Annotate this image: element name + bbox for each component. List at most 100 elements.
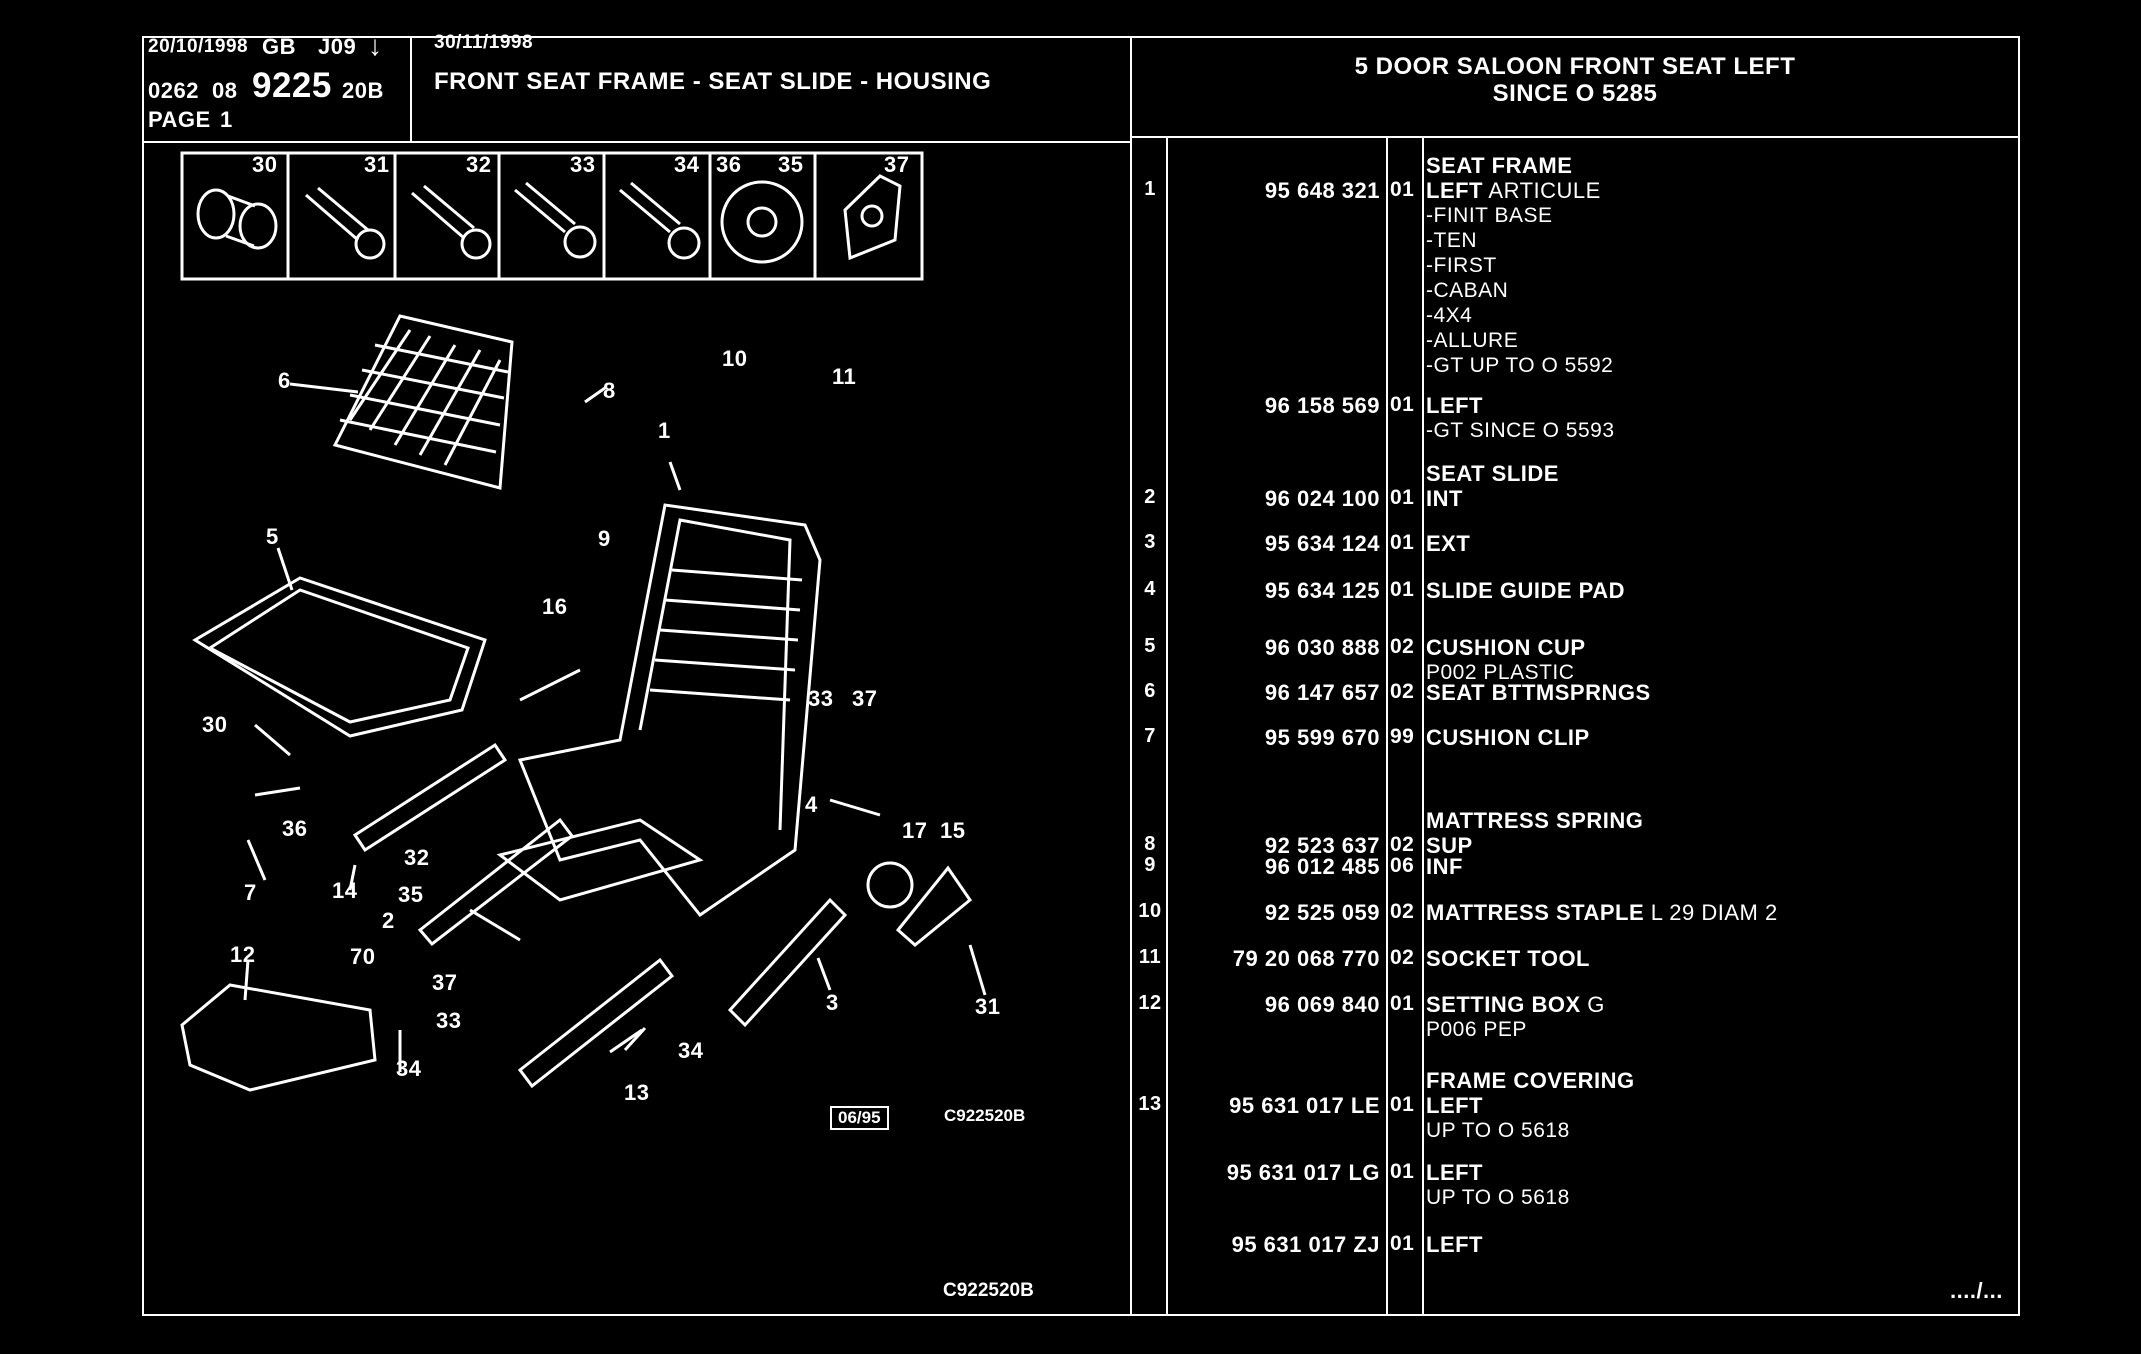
part-number: 96 147 657: [1264, 680, 1380, 705]
row-number: 2: [1144, 486, 1156, 508]
description-line: -FINIT BASE: [1426, 204, 1553, 227]
description-main: SETTING BOX G: [1426, 992, 1605, 1017]
quantity: 02: [1390, 635, 1415, 658]
part-description: MATTRESS STAPLE L 29 DIAM 2: [1426, 900, 1778, 925]
callout-31: 31: [975, 994, 1001, 1019]
header-rule-left: [142, 141, 1132, 143]
part-number: 95 634 125: [1264, 578, 1380, 603]
row-number: 9: [1144, 854, 1156, 876]
quantity: 02: [1390, 946, 1415, 969]
description-line: -GT UP TO O 5592: [1426, 354, 1614, 377]
callout-17: 17: [902, 818, 928, 843]
row-number: 13: [1138, 1093, 1162, 1115]
quantity: 01: [1390, 178, 1415, 201]
description-main: INF: [1426, 854, 1463, 879]
quantity: 01: [1390, 393, 1415, 416]
callout-33-b: 33: [436, 1008, 462, 1033]
continued-marker: ..../...: [1950, 1278, 2003, 1303]
page-title: FRONT SEAT FRAME - SEAT SLIDE - HOUSING: [434, 68, 992, 95]
quantity: 02: [1390, 900, 1415, 923]
row-number: 12: [1138, 992, 1162, 1014]
row-number: 5: [1144, 635, 1156, 657]
callout-33-a: 33: [808, 686, 834, 711]
callout-37-b: 37: [432, 970, 458, 995]
page-label: PAGE: [148, 107, 211, 132]
header-catalog: 0262: [148, 78, 199, 103]
description-main: LEFT: [1426, 393, 1483, 418]
quantity: 01: [1390, 486, 1415, 509]
callout-4: 4: [805, 792, 818, 817]
col-rule-part: [1386, 136, 1388, 1316]
description-main: EXT: [1426, 531, 1471, 556]
callout-16: 16: [542, 594, 568, 619]
col-rule-no: [1166, 136, 1168, 1316]
callout-34-b: 34: [678, 1038, 704, 1063]
callout-5: 5: [266, 524, 279, 549]
drawing-ref: C922520B: [944, 1106, 1026, 1125]
callout-15: 15: [940, 818, 966, 843]
quantity: 01: [1390, 1093, 1415, 1116]
header-date-2: 30/11/1998: [434, 32, 534, 53]
row-number: 6: [1144, 680, 1156, 702]
small-part-35: 35: [778, 152, 804, 177]
small-part-37: 37: [884, 152, 910, 177]
part-number: 92 523 637: [1264, 833, 1380, 858]
description-line: P006 PEP: [1426, 1018, 1527, 1041]
header-region: GB: [262, 34, 296, 59]
description-line: -GT SINCE O 5593: [1426, 419, 1615, 442]
description-line: -CABAN: [1426, 279, 1509, 302]
quantity: 02: [1390, 833, 1415, 856]
callout-14: 14: [332, 878, 358, 903]
row-number: 11: [1138, 946, 1162, 968]
description-suffix: L 29 DIAM 2: [1644, 900, 1778, 925]
divider-main: [1130, 36, 1132, 1316]
header-code: J09: [318, 34, 357, 59]
row-number: 7: [1144, 725, 1156, 747]
description-line: -ALLURE: [1426, 329, 1519, 352]
description-line: -TEN: [1426, 229, 1477, 252]
description-line: -4X4: [1426, 304, 1473, 327]
quantity: 01: [1390, 1160, 1415, 1183]
small-part-36: 36: [716, 152, 742, 177]
callout-11: 11: [832, 364, 857, 389]
group-heading: SEAT SLIDE: [1426, 461, 1559, 486]
callout-32: 32: [404, 845, 430, 870]
callout-8: 8: [603, 378, 616, 403]
header-divider: [410, 36, 412, 142]
description-main: CUSHION CLIP: [1426, 725, 1590, 750]
quantity: 01: [1390, 992, 1415, 1015]
quantity: 06: [1390, 854, 1415, 877]
drawing-bottom-ref: C922520B: [943, 1280, 1034, 1301]
header-section: 08: [212, 78, 238, 103]
part-number: 92 525 059: [1264, 900, 1380, 925]
part-number: 95 599 670: [1264, 725, 1380, 750]
date-stamp: 06/95: [830, 1106, 889, 1130]
small-part-32: 32: [466, 152, 492, 177]
description-main: SEAT BTTMSPRNGS: [1426, 680, 1651, 705]
description-main: SLIDE GUIDE PAD: [1426, 578, 1626, 603]
small-part-33: 33: [570, 152, 596, 177]
row-number: 8: [1144, 833, 1156, 855]
model-title: 5 DOOR SALOON FRONT SEAT LEFT: [1354, 53, 1796, 80]
description-line: P002 PLASTIC: [1426, 661, 1575, 684]
description-main: LEFT ARTICULE: [1426, 178, 1601, 203]
callout-37-a: 37: [852, 686, 878, 711]
callout-34-a: 34: [396, 1056, 422, 1081]
part-description: LEFT: [1426, 1232, 1483, 1257]
small-part-34: 34: [674, 152, 700, 177]
callout-36: 36: [282, 816, 308, 841]
part-number: 96 158 569: [1264, 393, 1380, 418]
header-rule-right: [1130, 136, 2020, 138]
part-number: 96 024 100: [1264, 486, 1380, 511]
callout-10: 10: [722, 346, 748, 371]
description-main: SUP: [1426, 833, 1473, 858]
page-number: 1: [220, 107, 233, 132]
part-description: SLIDE GUIDE PAD: [1426, 578, 1625, 603]
col-rule-qty: [1422, 136, 1424, 1316]
description-main: LEFT: [1426, 1232, 1483, 1257]
callout-70: 70: [350, 944, 376, 969]
